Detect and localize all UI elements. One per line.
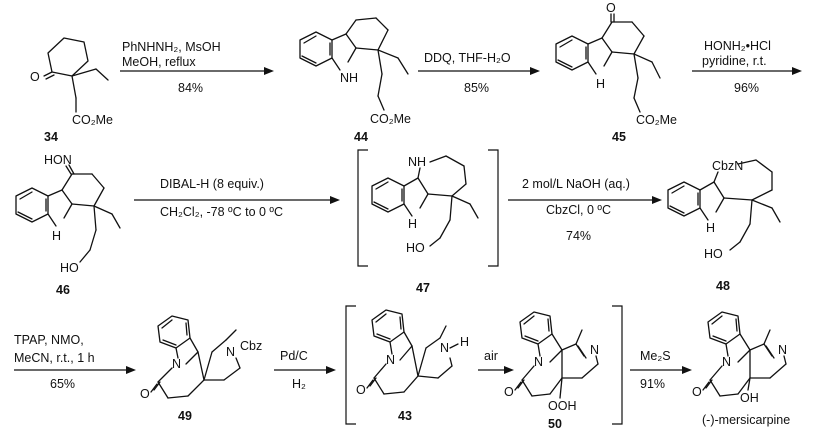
atom-label-h: H xyxy=(408,217,417,231)
structure-45 xyxy=(555,13,661,113)
atom-label-n: N xyxy=(172,357,181,371)
step-6-reagents: TPAP, NMO, xyxy=(14,333,84,347)
bracket-right-47 xyxy=(488,149,499,267)
step-2-yield: 85% xyxy=(464,81,489,95)
atom-label-ho: HO xyxy=(704,247,723,261)
structure-mersicarpine xyxy=(702,311,787,397)
step-2-reagents: DDQ, THF-H₂O xyxy=(424,51,511,65)
atom-label-n: N xyxy=(722,355,731,369)
step-5-conditions: CbzCl, 0 ºC xyxy=(546,203,611,217)
compound-label-49: 49 xyxy=(178,409,192,423)
compound-label-34: 34 xyxy=(44,130,58,144)
structure-34 xyxy=(43,37,109,113)
atom-label-o: O xyxy=(692,385,702,399)
structure-44 xyxy=(299,17,409,111)
step-5-reagents: 2 mol/L NaOH (aq.) xyxy=(522,177,630,191)
atom-label-o: O xyxy=(606,1,616,15)
step-1-reagents: PhNHNH₂, MsOH xyxy=(122,40,221,54)
atom-label-n: N xyxy=(440,341,449,355)
step-4-conditions: CH₂Cl₂, -78 ºC to 0 ºC xyxy=(160,205,283,219)
atom-label-cbz: Cbz xyxy=(240,339,262,353)
step-3-conditions: pyridine, r.t. xyxy=(702,54,767,68)
step-7-reagents: Pd/C xyxy=(280,349,308,363)
atom-label-h: H xyxy=(706,221,715,235)
compound-label-43: 43 xyxy=(398,409,412,423)
step-6-yield: 65% xyxy=(50,377,75,391)
atom-label-hon: HON xyxy=(44,153,72,167)
step-1-conditions: MeOH, reflux xyxy=(122,55,196,69)
atom-label-n: N xyxy=(590,343,599,357)
step-8-reagents: air xyxy=(484,349,498,363)
bracket-right-43-50 xyxy=(612,305,623,425)
atom-label-ho: HO xyxy=(60,261,79,275)
atom-label-h: H xyxy=(52,229,61,243)
atom-label-o: O xyxy=(140,387,150,401)
step-6-conditions: MeCN, r.t., 1 h xyxy=(14,351,95,365)
step-3-yield: 96% xyxy=(734,81,759,95)
atom-label-ho: HO xyxy=(406,241,425,255)
compound-label-48: 48 xyxy=(716,279,730,293)
compound-label-46: 46 xyxy=(56,283,70,297)
atom-label-h: H xyxy=(596,77,605,91)
bracket-left-47 xyxy=(357,149,368,267)
bracket-left-43-50 xyxy=(345,305,356,425)
structure-47 xyxy=(371,155,479,247)
structure-49 xyxy=(150,315,241,399)
step-4-reagents: DIBAL-H (8 equiv.) xyxy=(160,177,264,191)
atom-label-n: N xyxy=(778,343,787,357)
atom-label-nh: NH xyxy=(408,155,426,169)
atom-label-nh: NH xyxy=(340,71,358,85)
atom-label-o: O xyxy=(30,70,40,84)
atom-label-h: H xyxy=(460,335,469,349)
structure-48 xyxy=(667,159,781,251)
atom-label-ooh: OOH xyxy=(548,399,576,413)
atom-label-co2me: CO₂Me xyxy=(636,113,677,127)
atom-label-n: N xyxy=(386,353,395,367)
step-1-yield: 84% xyxy=(178,81,203,95)
step-3-reagents: HONH₂•HCl xyxy=(704,39,771,53)
atom-label-cbzn: CbzN xyxy=(712,159,743,173)
compound-label-44: 44 xyxy=(354,130,368,144)
step-5-yield: 74% xyxy=(566,229,591,243)
compound-label-50: 50 xyxy=(548,417,562,431)
step-9-reagents: Me₂S xyxy=(640,349,671,363)
structure-50 xyxy=(514,311,599,399)
atom-label-co2me: CO₂Me xyxy=(370,112,411,126)
structure-43 xyxy=(366,309,453,395)
atom-label-co2me: CO₂Me xyxy=(72,113,113,127)
step-7-conditions: H₂ xyxy=(292,377,306,391)
atom-label-oh: OH xyxy=(740,391,759,405)
atom-label-o: O xyxy=(504,385,514,399)
compound-label-45: 45 xyxy=(612,130,626,144)
compound-label-47: 47 xyxy=(416,281,430,295)
atom-label-n: N xyxy=(226,345,235,359)
structure-46 xyxy=(15,164,121,263)
step-9-yield: 91% xyxy=(640,377,665,391)
compound-label-mersicarpine: (-)-mersicarpine xyxy=(702,413,790,427)
atom-label-n: N xyxy=(534,355,543,369)
atom-label-o: O xyxy=(356,383,366,397)
